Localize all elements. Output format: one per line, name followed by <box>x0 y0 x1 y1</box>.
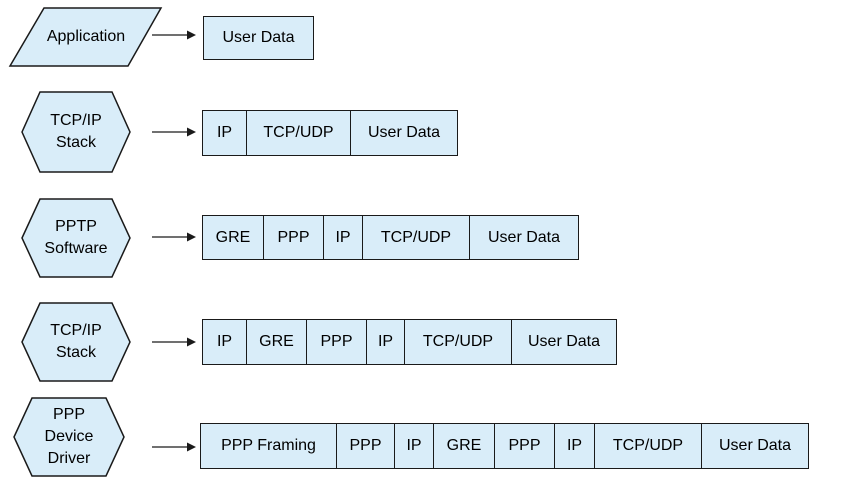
arrow-icon <box>152 30 196 40</box>
packet-cell: TCP/UDP <box>246 111 350 155</box>
ppp-device-driver-hexagon <box>13 397 125 477</box>
packet-cell: PPP <box>494 424 554 468</box>
packet-cell: TCP/UDP <box>594 424 701 468</box>
packet-row-application: User Data <box>203 16 314 60</box>
packet-cell: GRE <box>433 424 494 468</box>
packet-cell: PPP Framing <box>221 437 316 454</box>
packet-cell: IP <box>366 320 404 364</box>
packet-cell: IP <box>323 216 362 259</box>
packet-cell: IP <box>394 424 433 468</box>
arrow-icon <box>152 127 196 137</box>
arrow-icon <box>152 442 196 452</box>
packet-cell: User Data <box>701 424 808 468</box>
application-parallelogram <box>8 7 163 67</box>
tcpip-stack-hexagon <box>21 91 131 173</box>
packet-cell: IP <box>554 424 594 468</box>
packet-cell: TCP/UDP <box>404 320 511 364</box>
packet-cell: User Data <box>511 320 616 364</box>
packet-cell: GRE <box>246 320 306 364</box>
packet-cell: User Data <box>469 216 578 259</box>
packet-cell: GRE <box>215 228 251 246</box>
packet-cell: IP <box>216 333 233 350</box>
packet-row-tcpip-stack-2: IP GRE PPP IP TCP/UDP User Data <box>202 319 617 365</box>
packet-cell: PPP <box>263 216 323 259</box>
arrow-icon <box>152 232 196 242</box>
packet-cell: IP <box>216 124 233 141</box>
packet-cell: User Data <box>222 29 295 46</box>
packet-row-pptp-software: GRE PPP IP TCP/UDP User Data <box>202 215 579 260</box>
packet-cell: TCP/UDP <box>362 216 469 259</box>
pptp-software-hexagon <box>21 198 131 278</box>
packet-cell: PPP <box>336 424 394 468</box>
tcpip-stack-hexagon-2 <box>21 302 131 382</box>
packet-row-tcpip-stack: IP TCP/UDP User Data <box>202 110 458 156</box>
packet-cell: PPP <box>306 320 366 364</box>
arrow-icon <box>152 337 196 347</box>
packet-cell: User Data <box>350 111 457 155</box>
packet-row-ppp-device-driver: PPP Framing PPP IP GRE PPP IP TCP/UDP Us… <box>200 423 809 469</box>
